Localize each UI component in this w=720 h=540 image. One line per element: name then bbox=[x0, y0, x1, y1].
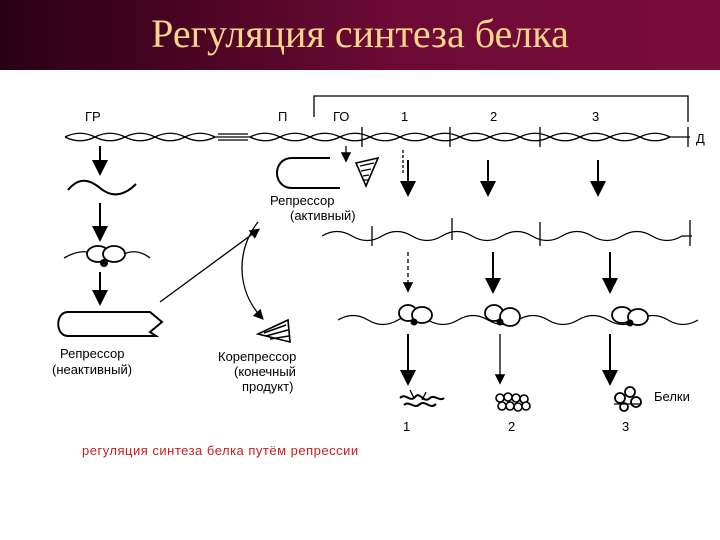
ribosome-1 bbox=[86, 245, 126, 267]
dna-strand bbox=[64, 132, 690, 142]
protein-3 bbox=[614, 386, 642, 412]
label-operator: ГО bbox=[333, 109, 349, 124]
inactive-repressor-shape bbox=[57, 311, 164, 337]
label-promoter: П bbox=[278, 109, 287, 124]
mrna-strand bbox=[321, 218, 692, 246]
translation-strand bbox=[337, 304, 699, 327]
label-gene-3: 3 bbox=[592, 109, 599, 124]
protein-1-number: 1 bbox=[403, 419, 410, 434]
corepressor-arrow bbox=[241, 221, 264, 320]
protein-2 bbox=[495, 392, 531, 414]
proteins-label: Белки bbox=[654, 389, 690, 404]
protein-2-number: 2 bbox=[508, 419, 515, 434]
inactive-repressor-sublabel: (неактивный) bbox=[52, 362, 132, 377]
diagram-caption: регуляция синтеза белка путём репрессии bbox=[82, 443, 359, 458]
gene-boundary-ticks bbox=[361, 127, 689, 147]
corepressor-sublabel-1: (конечный bbox=[234, 364, 296, 379]
translation-arrows bbox=[402, 252, 618, 294]
activation-arrow bbox=[159, 228, 261, 303]
label-gene-2: 2 bbox=[490, 109, 497, 124]
operon-bracket bbox=[313, 95, 689, 122]
active-repressor-sublabel: (активный) bbox=[290, 208, 356, 223]
title-underline bbox=[0, 70, 720, 72]
protein-3-number: 3 bbox=[622, 419, 629, 434]
inactive-repressor-label: Репрессор bbox=[60, 346, 124, 361]
slide-title: Регуляция синтеза белка bbox=[151, 11, 569, 56]
corepressor-sublabel-2: продукт) bbox=[242, 379, 293, 394]
corepressor-triangle bbox=[255, 318, 291, 344]
ribosome-gene-3 bbox=[611, 306, 649, 327]
protein-arrows bbox=[400, 334, 618, 386]
label-dna: Д bbox=[696, 131, 705, 146]
transcription-arrows bbox=[400, 150, 606, 197]
regulator-pathway bbox=[57, 146, 164, 337]
corepressor-label: Корепрессор bbox=[218, 349, 296, 364]
label-regulator-gene: ГР bbox=[85, 109, 101, 124]
ribosome-gene-1 bbox=[398, 304, 433, 326]
active-repressor bbox=[276, 146, 380, 189]
label-gene-1: 1 bbox=[401, 109, 408, 124]
ribosome-gene-2 bbox=[484, 304, 521, 327]
protein-1 bbox=[399, 389, 445, 407]
title-bar: Регуляция синтеза белка bbox=[0, 0, 720, 72]
active-repressor-label: Репрессор bbox=[270, 193, 334, 208]
